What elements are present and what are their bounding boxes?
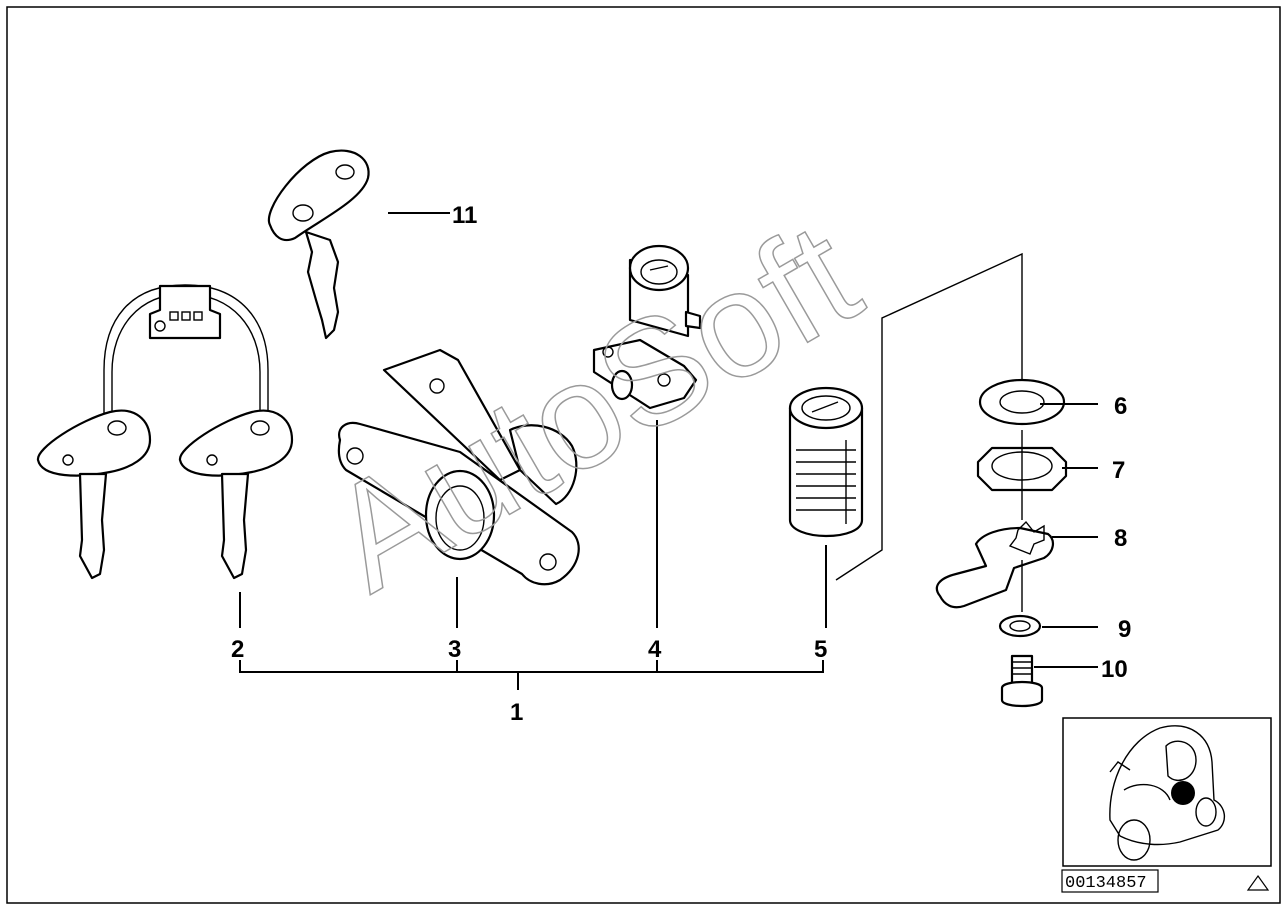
diagram-frame xyxy=(6,6,1281,904)
callout-2: 2 xyxy=(231,636,244,663)
key-part-11[interactable] xyxy=(267,149,370,340)
callout-9: 9 xyxy=(1118,616,1131,643)
cam-lever-part-8[interactable] xyxy=(935,520,1054,609)
key-set-part-2[interactable] xyxy=(36,284,294,580)
warning-triangle-icon[interactable] xyxy=(1246,874,1270,891)
callout-6: 6 xyxy=(1114,393,1127,420)
diagram-code: 00134857 xyxy=(1065,874,1147,893)
location-marker xyxy=(1171,781,1195,805)
washer-part-9[interactable] xyxy=(998,614,1042,638)
callout-4: 4 xyxy=(648,636,662,663)
lock-barrel-part-5[interactable] xyxy=(788,386,864,538)
callout-8: 8 xyxy=(1114,525,1127,552)
washer-part-6[interactable] xyxy=(978,378,1066,426)
diagram-code-box: 00134857 xyxy=(1061,869,1159,893)
lock-part-3[interactable] xyxy=(337,348,580,586)
screw-part-10[interactable] xyxy=(1000,654,1044,708)
lock-cylinder-part-4[interactable] xyxy=(592,244,702,410)
vehicle-thumbnail xyxy=(1062,717,1272,867)
callout-1: 1 xyxy=(510,699,523,726)
callout-7: 7 xyxy=(1112,457,1125,484)
callout-5: 5 xyxy=(814,636,827,663)
callout-11: 11 xyxy=(452,202,477,229)
callout-10: 10 xyxy=(1101,656,1128,683)
callout-3: 3 xyxy=(448,636,461,663)
